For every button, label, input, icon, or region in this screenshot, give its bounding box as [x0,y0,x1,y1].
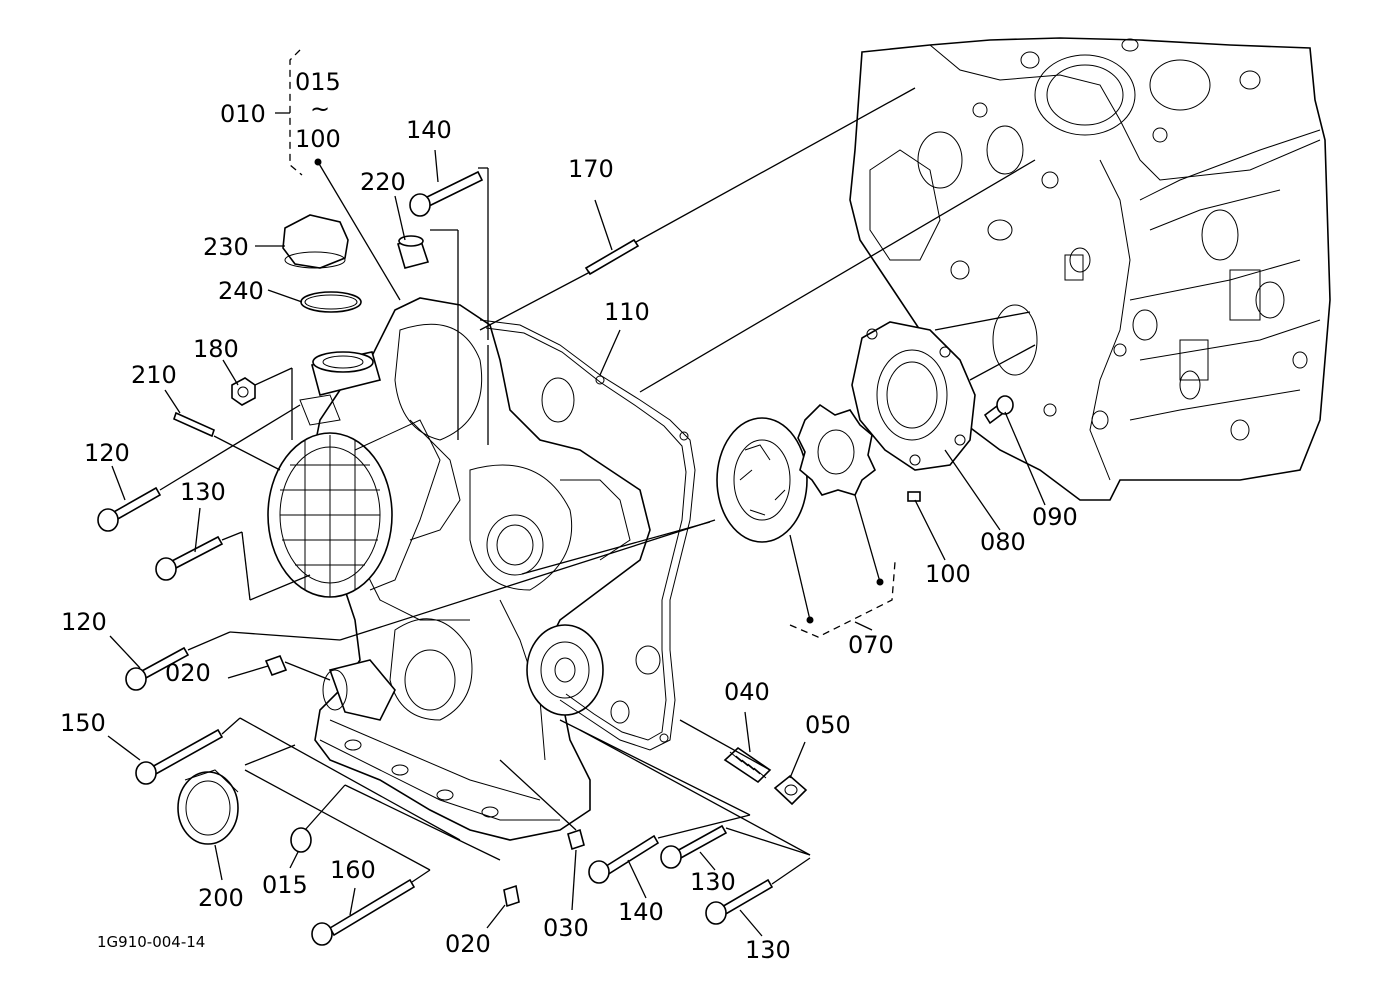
gasket [479,319,696,751]
label-030: 030 [543,914,589,942]
label-070: 070 [848,631,894,659]
label-130-right-upper: 130 [690,868,736,896]
label-140-bottom: 140 [618,898,664,926]
label-120-bottom: 120 [61,608,107,636]
gear-case-cover [267,419,441,598]
label-180: 180 [193,335,239,363]
label-100-right: 100 [925,560,971,588]
oil-pump [716,321,1014,543]
label-020-bottom: 020 [445,930,491,958]
small-parts [97,170,808,946]
label-080: 080 [980,528,1026,556]
drawing-code: 1G910-004-14 [97,933,205,951]
label-150: 150 [60,709,106,737]
label-015-range-start: 015 [295,68,341,96]
label-130-right-lower: 130 [745,936,791,964]
label-range-tilde: ~ [310,95,330,123]
label-170: 170 [568,155,614,183]
gear-case [299,297,651,841]
label-090: 090 [1032,503,1078,531]
part-labels: 010 015 ~ 100 140 220 170 230 240 110 18… [60,68,1078,964]
label-015-bottom: 015 [262,871,308,899]
label-140-top: 140 [406,116,452,144]
label-130-left: 130 [180,478,226,506]
label-100-range-end: 100 [295,125,341,153]
label-230: 230 [203,233,249,261]
label-120-top: 120 [84,439,130,467]
label-220: 220 [360,168,406,196]
label-050: 050 [805,711,851,739]
leader-lines [107,49,1046,937]
label-040: 040 [724,678,770,706]
label-200: 200 [198,884,244,912]
label-240: 240 [218,277,264,305]
label-020-top: 020 [165,659,211,687]
label-210: 210 [131,361,177,389]
label-110: 110 [604,298,650,326]
label-010: 010 [220,100,266,128]
label-160: 160 [330,856,376,884]
